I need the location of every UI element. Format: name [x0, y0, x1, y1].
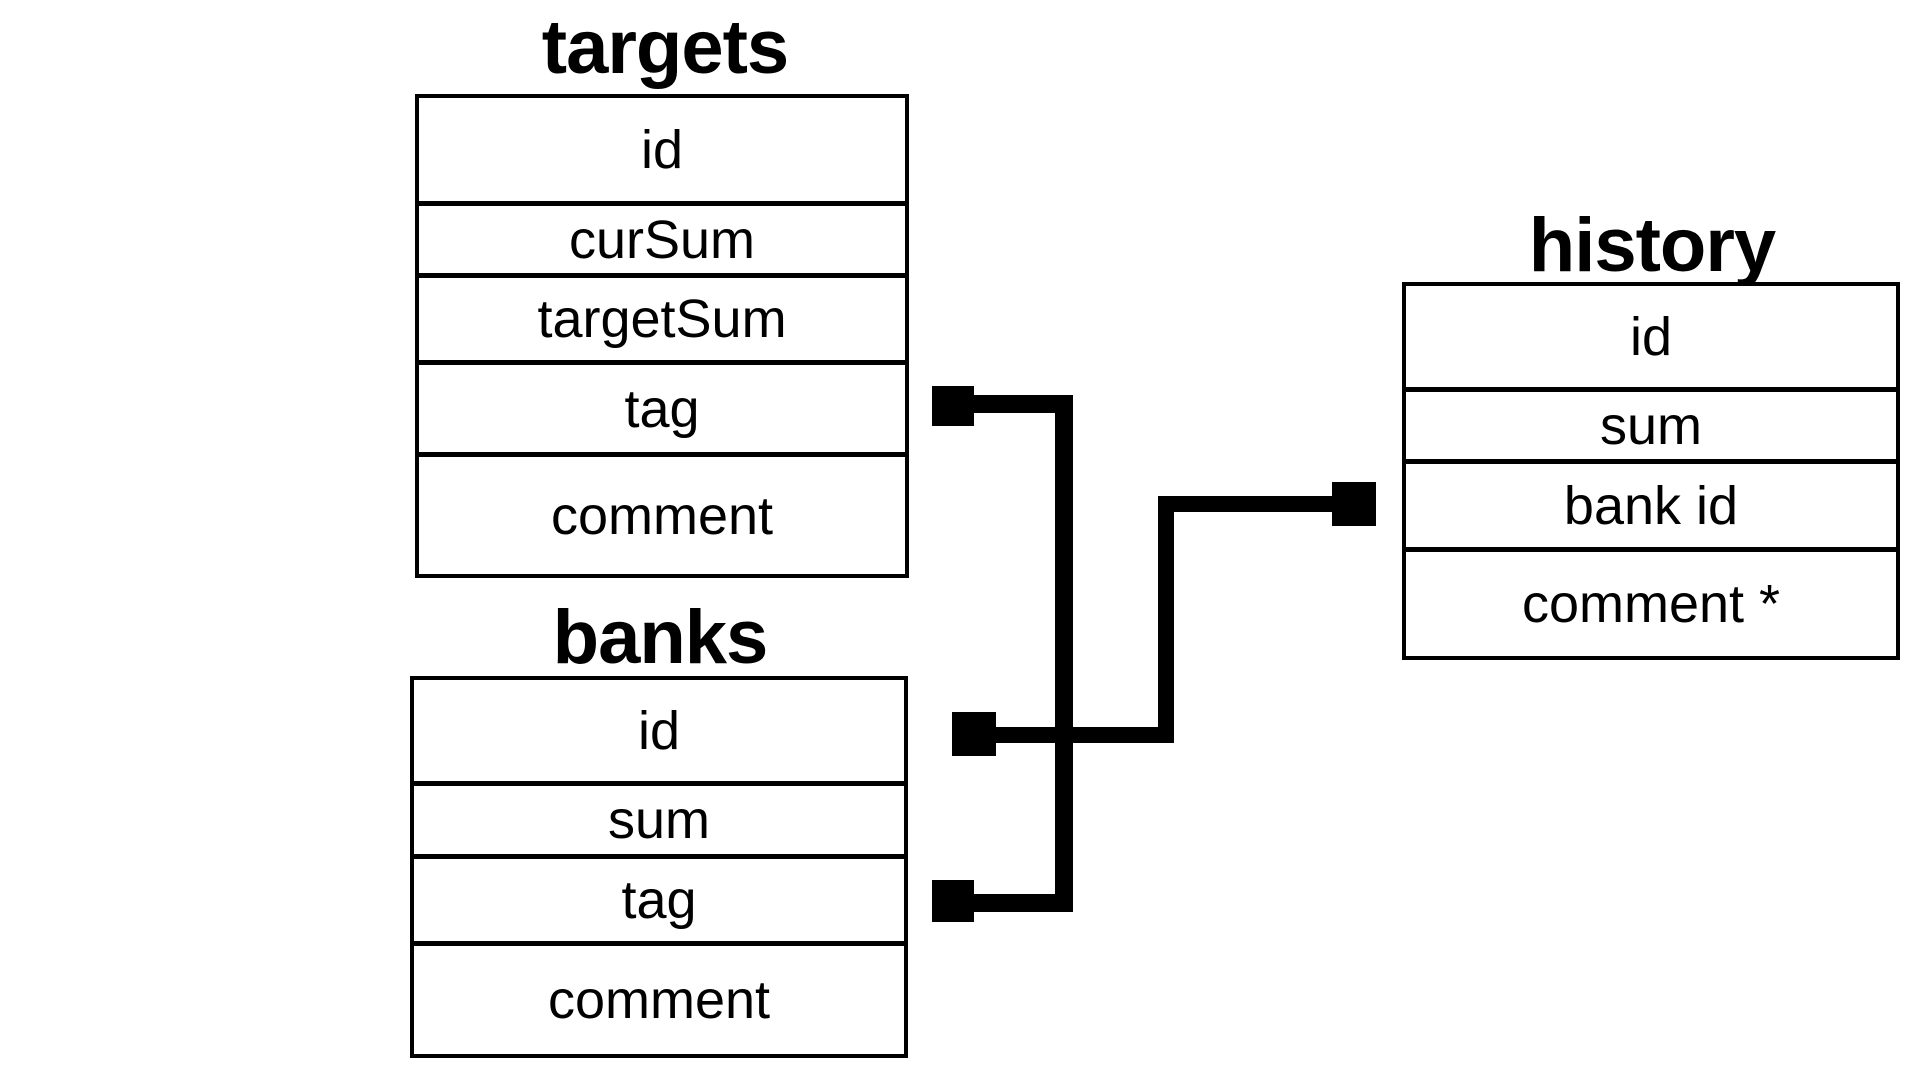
field-history-sum: sum — [1406, 392, 1896, 464]
field-history-comment: comment * — [1521, 574, 1781, 634]
connector-endpoint-banks-id — [952, 712, 996, 756]
connector-endpoint-targets-tag — [932, 386, 974, 426]
table-title-banks: banks — [552, 595, 769, 680]
field-banks-comment: comment — [547, 970, 771, 1030]
relation-targets-tag-to-banks-tag — [932, 386, 1073, 922]
field-banks-tag: tag — [414, 859, 904, 946]
connector-line-tag — [968, 395, 1073, 912]
field-banks-sum: sum — [414, 786, 904, 859]
table-banks: id sum tag comment — [410, 676, 908, 1058]
connector-endpoint-history-bank-id — [1332, 482, 1376, 526]
relation-banks-id-to-history-bank-id — [952, 482, 1376, 756]
field-targets-targetsum: targetSum — [419, 278, 905, 365]
field-history-bank-id: bank id — [1406, 464, 1896, 552]
field-targets-comment: comment — [550, 485, 774, 546]
table-history: id sum bank id comment * — [1402, 282, 1900, 660]
field-targets-tag: tag — [419, 365, 905, 457]
table-targets: id curSum targetSum tag comment — [415, 94, 909, 578]
field-targets-cursum: curSum — [419, 206, 905, 278]
connector-endpoint-banks-tag — [932, 880, 974, 922]
field-banks-id: id — [414, 680, 904, 786]
table-title-targets: targets — [541, 5, 789, 90]
table-title-history: history — [1528, 203, 1776, 288]
connector-line-bank-id — [990, 496, 1346, 743]
field-history-id: id — [1406, 286, 1896, 392]
field-targets-id: id — [419, 98, 905, 206]
